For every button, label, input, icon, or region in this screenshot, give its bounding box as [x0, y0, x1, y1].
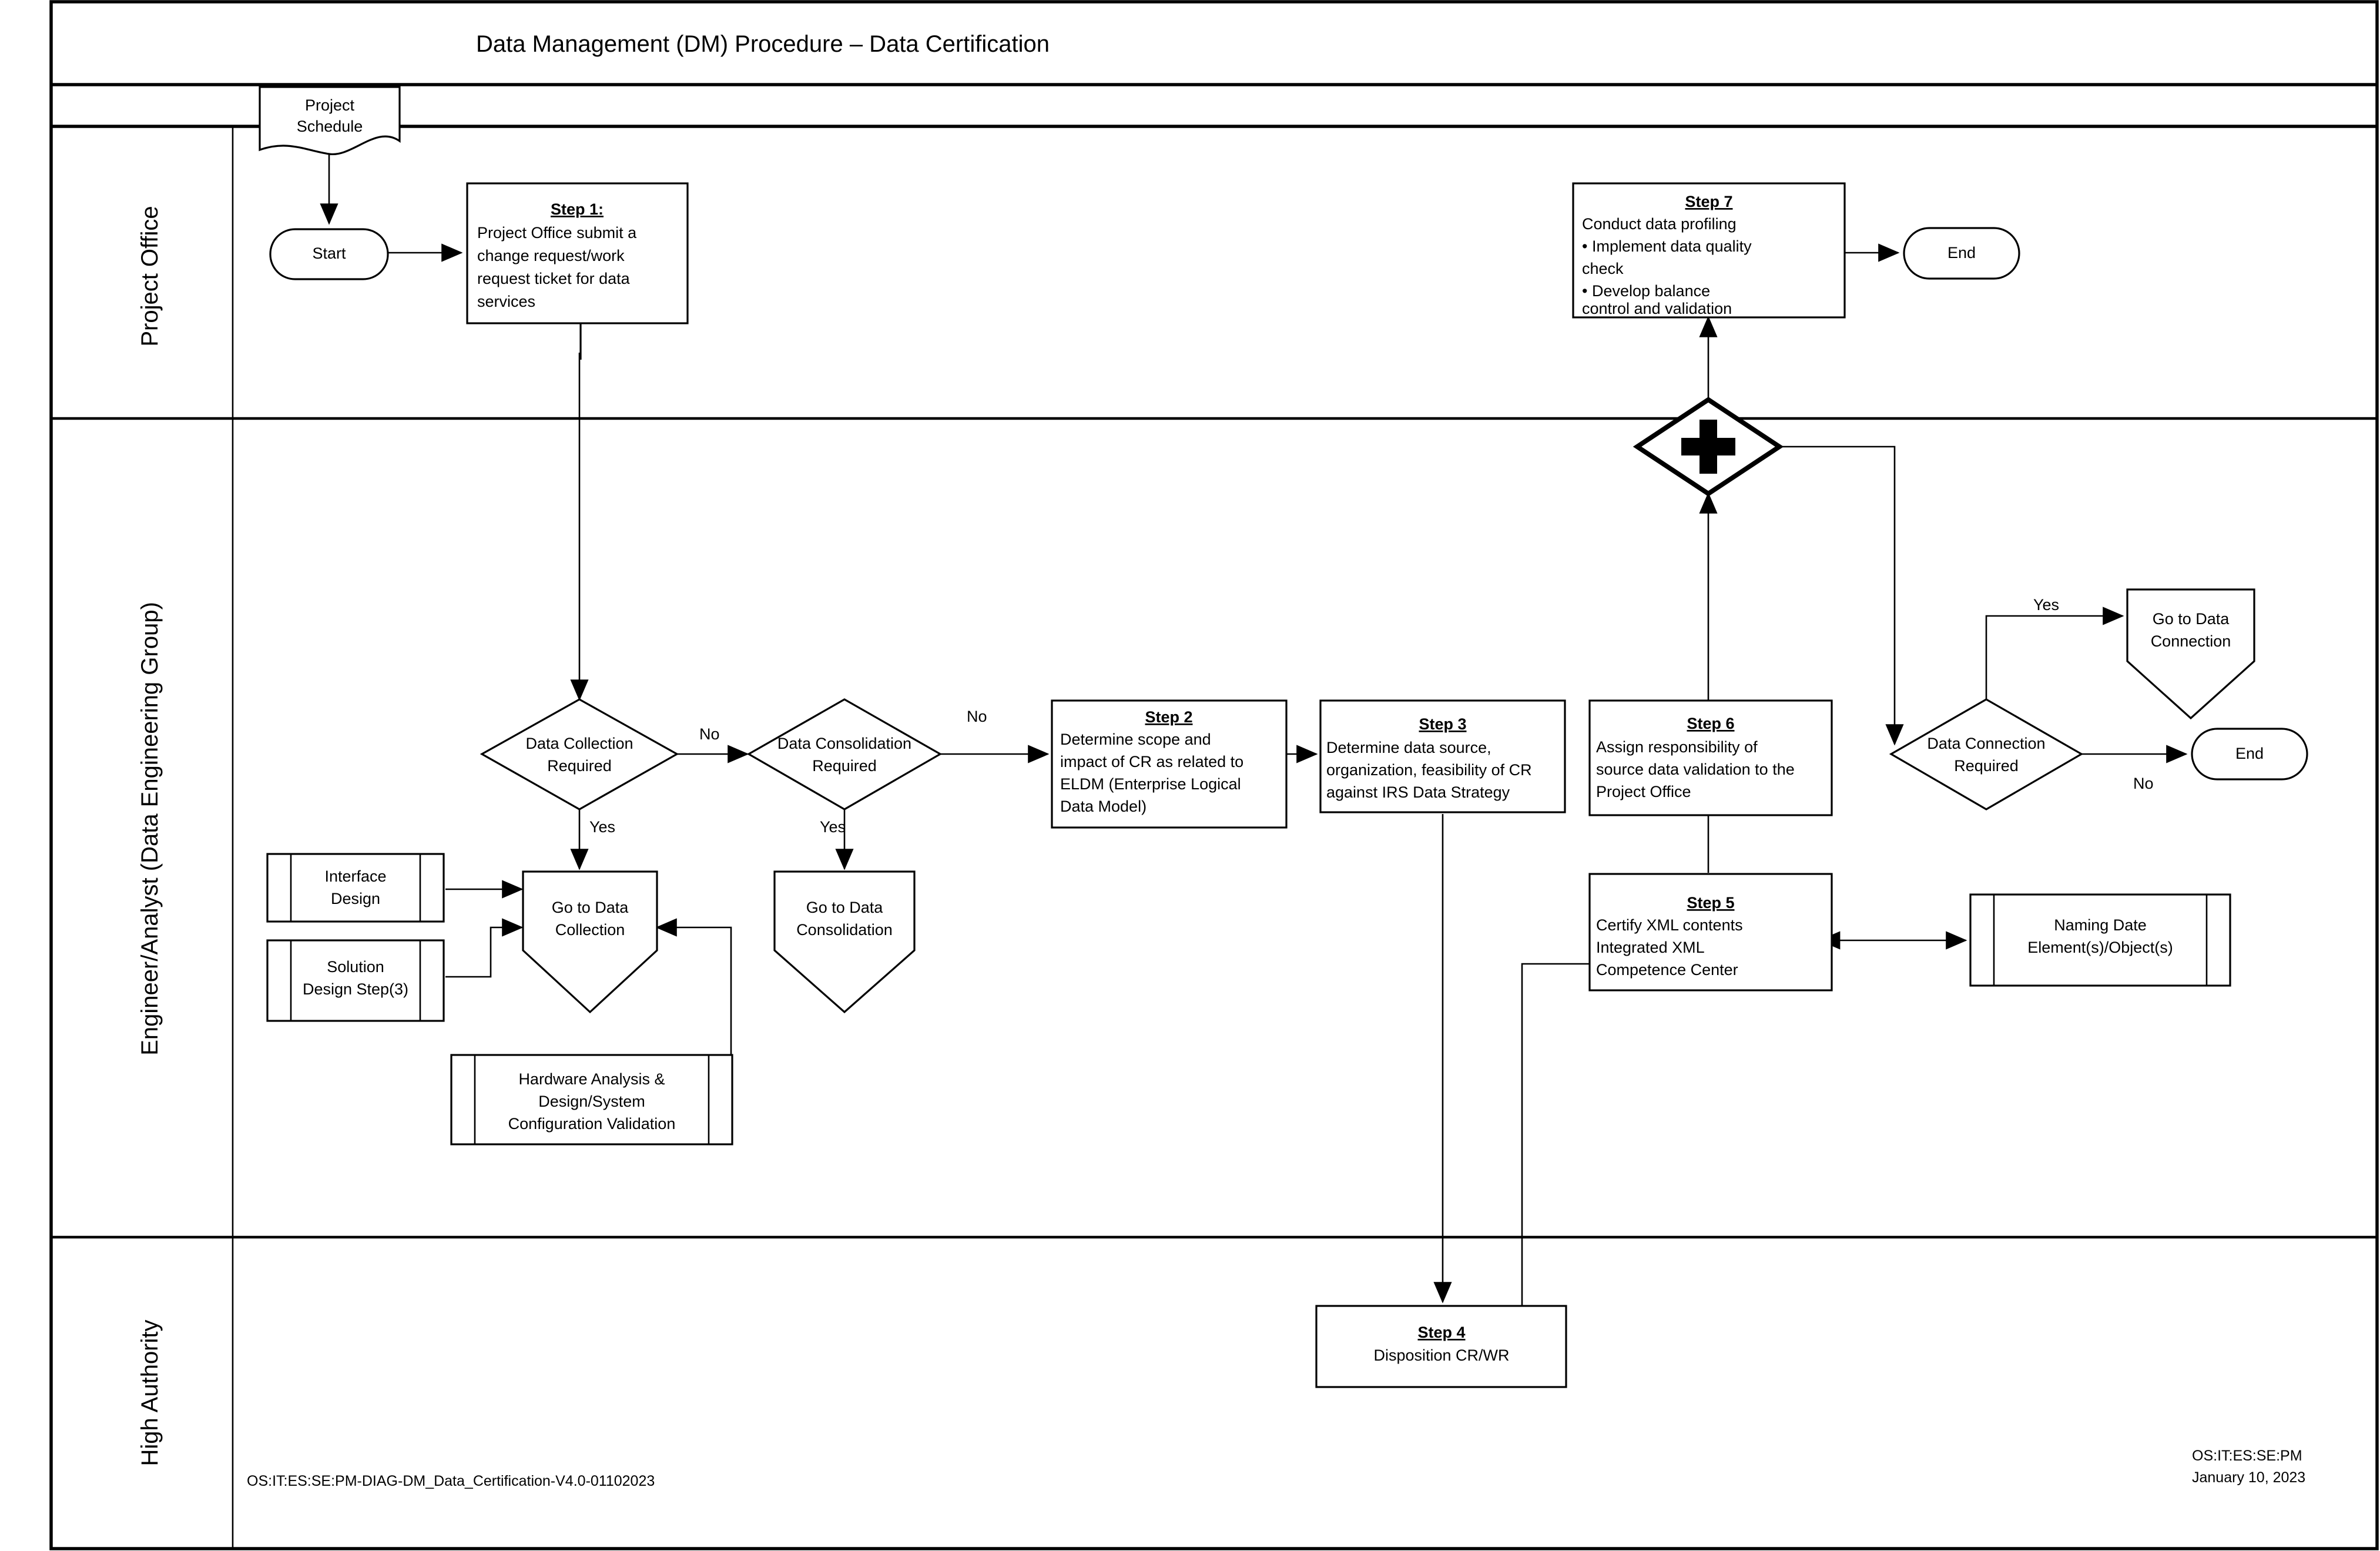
hardware-line2: Design/System — [538, 1093, 645, 1110]
footer-right-line2: January 10, 2023 — [2192, 1469, 2305, 1486]
goto-connection-line2: Connection — [2151, 632, 2231, 650]
edge-label-collection-no: No — [699, 725, 720, 743]
node-parallel-gateway[interactable] — [1633, 397, 1784, 497]
project-schedule-line1: Project — [305, 96, 355, 114]
swimlane-frame — [49, 0, 2379, 1550]
step5-line-1: Certify XML contents — [1596, 916, 1743, 934]
step7-line-5: control and validation — [1582, 300, 1732, 317]
step3-title: Step 3 — [1419, 715, 1466, 733]
dec-collection-line1: Data Collection — [525, 735, 633, 752]
goto-collection-line1: Go to Data — [552, 899, 629, 916]
footer-right-line1: OS:IT:ES:SE:PM — [2192, 1448, 2302, 1464]
node-solution-design[interactable]: Solution Design Step(3) — [266, 939, 445, 1022]
step5-title: Step 5 — [1687, 894, 1734, 912]
step1-title: Step 1: — [551, 200, 604, 218]
step5-line-3: Competence Center — [1596, 961, 1738, 979]
step4-title: Step 4 — [1417, 1324, 1465, 1341]
node-step2[interactable]: Step 2 Determine scope and impact of CR … — [1051, 699, 1288, 829]
step6-line-3: Project Office — [1596, 783, 1691, 800]
edge-label-collection-yes: Yes — [589, 818, 615, 836]
end-top-label: End — [1947, 244, 1976, 262]
node-naming-date[interactable]: Naming Date Element(s)/Object(s) — [1969, 893, 2231, 987]
node-step5[interactable]: Step 5 Certify XML contents Integrated X… — [1588, 873, 1833, 991]
lane-label-high-authority: High Authority — [137, 1319, 163, 1466]
step2-line-3: ELDM (Enterprise Logical — [1060, 775, 1241, 793]
step7-line-3: check — [1582, 260, 1624, 277]
edge-label-consolidation-yes: Yes — [820, 818, 846, 836]
plus-gateway-icon — [1681, 420, 1735, 474]
goto-consolidation-line1: Go to Data — [806, 899, 884, 916]
step7-line-2: • Implement data quality — [1582, 237, 1752, 255]
edge-label-consolidation-no: No — [967, 708, 987, 725]
dec-consolidation-line2: Required — [812, 757, 877, 775]
hardware-line1: Hardware Analysis & — [518, 1070, 665, 1088]
goto-consolidation-line2: Consolidation — [796, 921, 893, 939]
solution-design-line1: Solution — [327, 958, 384, 976]
page-title: Data Management (DM) Procedure – Data Ce… — [476, 31, 1050, 57]
step4-line-1: Disposition CR/WR — [1373, 1346, 1509, 1364]
node-step7[interactable]: Step 7 Conduct data profiling • Implemen… — [1572, 182, 1846, 319]
edge-label-layer: No Yes No Yes Yes No — [589, 596, 2154, 836]
step2-line-4: Data Model) — [1060, 798, 1147, 815]
end-right-label: End — [2235, 745, 2264, 762]
dec-connection-line2: Required — [1954, 757, 2019, 775]
node-end-top[interactable]: End — [1903, 227, 2020, 280]
node-start[interactable]: Start — [269, 228, 389, 280]
step2-title: Step 2 — [1145, 708, 1192, 726]
connector-layer — [320, 153, 2188, 1308]
step2-line-1: Determine scope and — [1060, 731, 1211, 748]
start-label: Start — [312, 244, 346, 262]
hardware-line3: Configuration Validation — [508, 1115, 676, 1133]
node-decision-data-connection[interactable]: Data Connection Required — [1889, 698, 2084, 810]
node-decision-data-consolidation[interactable]: Data Consolidation Required — [746, 698, 943, 810]
lane-label-project-office: Project Office — [137, 206, 163, 346]
step7-line-1: Conduct data profiling — [1582, 215, 1737, 233]
footer-left: OS:IT:ES:SE:PM-DIAG-DM_Data_Certificatio… — [247, 1473, 655, 1489]
step3-line-1: Determine data source, — [1326, 739, 1491, 756]
node-step1[interactable]: Step 1: Project Office submit a change r… — [466, 182, 689, 324]
step1-line-1: Project Office submit a — [477, 224, 637, 242]
step3-line-3: against IRS Data Strategy — [1326, 783, 1510, 801]
step1-line-2: change request/work — [477, 247, 625, 264]
step3-line-2: organization, feasibility of CR — [1326, 761, 1532, 779]
node-step4[interactable]: Step 4 Disposition CR/WR — [1315, 1305, 1567, 1388]
step7-title: Step 7 — [1685, 193, 1732, 210]
goto-connection-line1: Go to Data — [2153, 610, 2230, 628]
node-interface-design[interactable]: Interface Design — [266, 853, 445, 923]
node-end-right[interactable]: End — [2191, 728, 2308, 780]
solution-design-line2: Design Step(3) — [303, 980, 408, 998]
project-schedule-line2: Schedule — [297, 118, 363, 135]
node-goto-data-connection[interactable]: Go to Data Connection — [2126, 588, 2255, 720]
step1-line-3: request ticket for data — [477, 270, 631, 287]
node-step6[interactable]: Step 6 Assign responsibility of source d… — [1588, 699, 1833, 816]
node-goto-data-consolidation[interactable]: Go to Data Consolidation — [773, 870, 916, 1014]
naming-date-line1: Naming Date — [2054, 916, 2147, 934]
step6-title: Step 6 — [1687, 715, 1734, 732]
dec-collection-line2: Required — [547, 757, 612, 775]
step2-line-2: impact of CR as related to — [1060, 753, 1243, 771]
interface-design-line1: Interface — [324, 867, 386, 885]
step1-line-4: services — [477, 293, 535, 310]
dec-consolidation-line1: Data Consolidation — [777, 735, 911, 752]
lane-label-engineer-analyst: Engineer/Analyst (Data Engineering Group… — [137, 602, 163, 1056]
naming-date-line2: Element(s)/Object(s) — [2027, 939, 2173, 956]
node-step3[interactable]: Step 3 Determine data source, organizati… — [1319, 699, 1566, 813]
edge-label-connection-yes: Yes — [2033, 596, 2059, 614]
edge-label-connection-no: No — [2133, 775, 2154, 792]
dec-connection-line1: Data Connection — [1927, 735, 2045, 752]
step5-line-2: Integrated XML — [1596, 939, 1705, 956]
step7-line-4: • Develop balance — [1582, 282, 1710, 300]
node-decision-data-collection[interactable]: Data Collection Required — [480, 698, 679, 810]
interface-design-line2: Design — [331, 890, 380, 907]
node-goto-data-collection[interactable]: Go to Data Collection — [522, 870, 658, 1014]
node-hardware-analysis[interactable]: Hardware Analysis & Design/System Config… — [450, 1054, 733, 1145]
goto-collection-line2: Collection — [555, 921, 625, 939]
step6-line-2: source data validation to the — [1596, 761, 1795, 778]
node-project-schedule[interactable]: Project Schedule — [259, 86, 401, 155]
step6-line-1: Assign responsibility of — [1596, 738, 1758, 756]
